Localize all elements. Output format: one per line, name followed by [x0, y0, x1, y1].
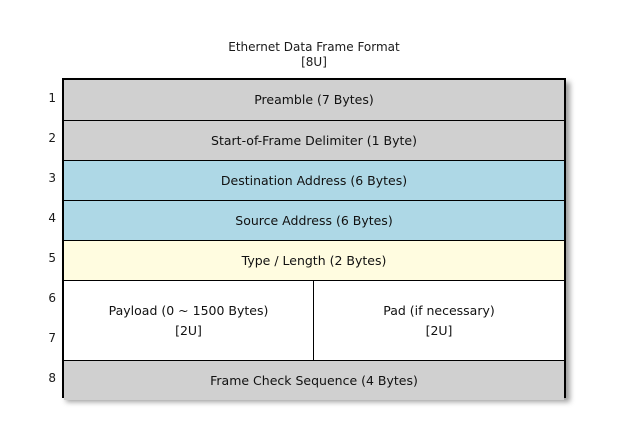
frame-field-fcs: Frame Check Sequence (4 Bytes): [64, 360, 564, 400]
frame-field-destination-address: Destination Address (6 Bytes): [64, 160, 564, 200]
row-number-4: 4: [48, 211, 56, 225]
frame-field-sfd: Start-of-Frame Delimiter (1 Byte): [64, 120, 564, 160]
frame-field-fcs-label: Frame Check Sequence (4 Bytes): [210, 372, 418, 388]
frame-field-pad-label: Pad (if necessary): [383, 302, 495, 318]
frame-field-sfd-label: Start-of-Frame Delimiter (1 Byte): [211, 132, 417, 148]
frame-field-preamble-label: Preamble (7 Bytes): [254, 92, 374, 107]
frame-field-destination-address-label: Destination Address (6 Bytes): [220, 172, 408, 188]
row-number-gutter: 1 2 3 4 5 6 7 8: [30, 78, 56, 398]
diagram-title: Ethernet Data Frame Format: [228, 40, 400, 54]
frame-field-source-address-label: Source Address (6 Bytes): [235, 212, 393, 228]
row-number-3: 3: [48, 171, 56, 185]
diagram-title-block: Ethernet Data Frame Format [8U]: [0, 40, 628, 70]
diagram-subtitle: [8U]: [301, 55, 327, 69]
frame-field-payload-label: Payload (0 ~ 1500 Bytes): [108, 302, 269, 318]
frame-field-pad: Pad (if necessary) [2U]: [314, 281, 564, 360]
frame-field-pad-note: [2U]: [425, 322, 453, 338]
row-number-1: 1: [48, 91, 56, 105]
frame-field-payload-note: [2U]: [175, 322, 202, 338]
row-number-5: 5: [48, 251, 56, 265]
frame-field-type-length: Type / Length (2 Bytes): [64, 240, 564, 280]
frame-field-source-address: Source Address (6 Bytes): [64, 200, 564, 240]
row-number-2: 2: [48, 131, 56, 145]
row-number-6: 6: [48, 291, 56, 305]
frame-field-payload: Payload (0 ~ 1500 Bytes) [2U]: [64, 281, 314, 360]
frame-field-preamble: Preamble (7 Bytes): [64, 80, 564, 120]
row-number-8: 8: [48, 371, 56, 385]
ethernet-frame-table: Preamble (7 Bytes) Start-of-Frame Delimi…: [62, 78, 566, 400]
row-number-7: 7: [48, 331, 56, 345]
frame-field-type-length-label: Type / Length (2 Bytes): [241, 252, 387, 268]
frame-field-payload-pad-band: Payload (0 ~ 1500 Bytes) [2U] Pad (if ne…: [64, 280, 564, 360]
